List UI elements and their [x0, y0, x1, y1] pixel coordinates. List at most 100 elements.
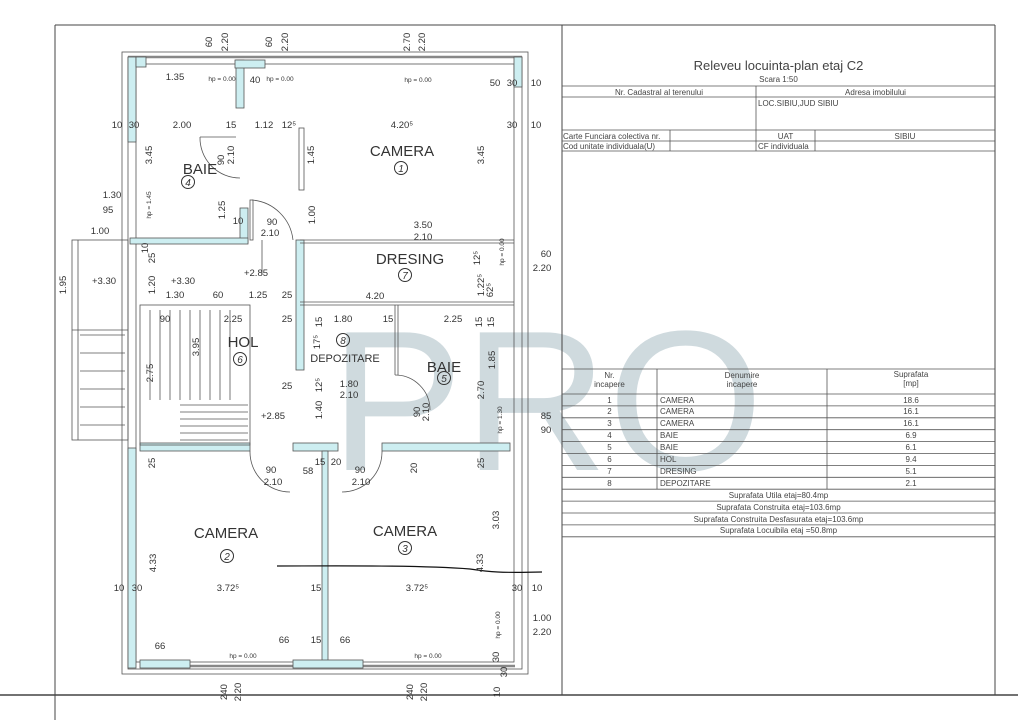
dimension-label: 15	[226, 120, 237, 131]
dimension-label: 2.25	[444, 314, 463, 325]
dimension-label: 1.45	[306, 146, 317, 165]
dimension-label: 90	[355, 465, 366, 476]
dimension-label: 1.80	[334, 314, 353, 325]
dimension-label: 1.20	[147, 276, 158, 295]
dimension-label: 4.20	[366, 291, 385, 302]
dimension-label: 90	[266, 465, 277, 476]
room-name: CAMERA	[194, 525, 258, 542]
table-cell-nr: 1	[607, 395, 612, 405]
table-cell-name: DEPOZITARE	[660, 478, 711, 488]
title-block-grid	[562, 85, 995, 152]
dimension-label: 66	[279, 635, 290, 646]
room-name: CAMERA	[370, 143, 434, 160]
dimension-label: +2.85	[261, 411, 285, 422]
dimension-label: 10	[233, 216, 244, 227]
dimension-label: 2.10	[226, 146, 237, 165]
dimension-label: 15	[474, 317, 485, 328]
dimension-label: 60	[264, 37, 275, 48]
header-name-line1: Denumire	[724, 371, 760, 380]
header-nr-line1: Nr.	[604, 371, 615, 380]
room-number-circle	[220, 549, 234, 563]
dimension-label: 2.10	[421, 403, 432, 422]
table-cell-name: CAMERA	[660, 407, 695, 417]
room-name: BAIE	[427, 359, 461, 376]
header-area-line1: Suprafata	[893, 370, 929, 379]
table-cell-area: 2.1	[905, 478, 917, 488]
dimension-label: 2.20	[417, 33, 428, 52]
dimension-label: hp = 0.00	[229, 653, 257, 660]
dimension-label: 1.22⁵	[476, 274, 487, 296]
dimension-label: 1.35	[166, 72, 185, 83]
dimension-label: 30	[499, 667, 510, 678]
dimension-label: 1.00	[533, 613, 552, 624]
dimension-label: 3.45	[144, 146, 155, 165]
room-number-circle	[398, 268, 412, 282]
dimension-label: 30	[507, 120, 518, 131]
dimension-label: 2.20	[220, 33, 231, 52]
room-name: DRESING	[376, 251, 444, 268]
dimension-label: 2.20	[533, 263, 552, 274]
dimension-label: 240	[219, 684, 230, 700]
drawing-scale: Scara 1:50	[759, 75, 798, 84]
dimension-label: 1.95	[58, 276, 69, 295]
dimension-label: 1.30	[103, 190, 122, 201]
table-cell-nr: 7	[607, 466, 612, 476]
dimension-label: 10	[492, 687, 503, 698]
partitions	[71, 127, 514, 493]
dimension-label: hp = 0.00	[495, 611, 502, 639]
room-name: HOL	[228, 334, 259, 351]
dimension-label: hp = 0.00	[208, 76, 236, 83]
dimension-label: 15	[311, 635, 322, 646]
table-cell-name: HOL	[660, 455, 677, 464]
dimension-label: 1.25	[249, 290, 268, 301]
dimension-label: 10	[112, 120, 123, 131]
dimension-label: 90	[412, 407, 423, 418]
table-cell-area: 16.1	[903, 407, 919, 417]
dimension-label: 60	[213, 290, 224, 301]
dimension-label: 240	[405, 684, 416, 700]
drawing-title: Releveu locuinta-plan etaj C2	[693, 58, 864, 73]
dimension-label: 10	[531, 78, 542, 89]
dimension-label: hp = 0.00	[266, 76, 294, 83]
table-cell-name: CAMERA	[660, 419, 695, 429]
table-cell-area: 5.1	[905, 466, 917, 476]
table-cell-name: BAIE	[660, 443, 679, 453]
dimension-label: 2.70	[402, 33, 413, 52]
dimension-label: 30	[129, 120, 140, 131]
dimension-label: 1.30	[166, 290, 185, 301]
dimension-label: 1.85	[487, 351, 498, 370]
uat-value: SIBIU	[894, 132, 916, 141]
header-nr: Nr.incapere	[562, 371, 657, 389]
dimension-label: 2.10	[261, 228, 280, 239]
cadastral-label: Nr. Cadastral al terenului	[614, 88, 704, 97]
room-number: 8	[340, 336, 346, 347]
room-number-circle	[437, 371, 451, 385]
dimension-label: 25	[147, 253, 158, 264]
dimension-label: 2.20	[533, 627, 552, 638]
table-cell-nr: 8	[607, 478, 612, 488]
dimension-label: +3.30	[92, 276, 116, 287]
header-area: Suprafata[mp]	[827, 370, 995, 388]
dimension-label: 15	[315, 457, 326, 468]
room-number: 3	[402, 544, 408, 555]
table-cell-name: DRESING	[660, 466, 697, 476]
dimension-label: 60	[204, 37, 215, 48]
room-name: DEPOZITARE	[310, 353, 379, 365]
dimension-label: 2.75	[145, 364, 156, 383]
cf-individuala-label: CF individuala	[758, 142, 809, 151]
dimension-label: 90	[216, 155, 227, 166]
table-cell-name: BAIE	[660, 431, 679, 441]
dimension-label: 3.72⁵	[217, 583, 239, 594]
room-number: 5	[441, 374, 447, 385]
table-cell-name: CAMERA	[660, 395, 695, 405]
room-number-circle	[233, 352, 247, 366]
dimension-label: 10	[531, 120, 542, 131]
table-cell-area: 16.1	[903, 419, 919, 429]
room-name: BAIE	[183, 161, 217, 178]
dimension-label: 4.33	[475, 554, 486, 573]
uat-label: UAT	[777, 132, 794, 141]
header-nr-line2: incapere	[594, 380, 625, 389]
